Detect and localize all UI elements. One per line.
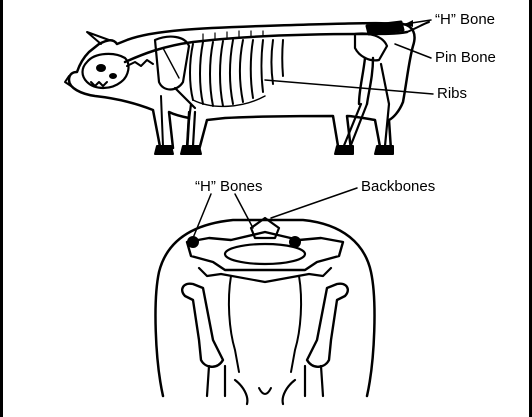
rear-inner-left [229, 276, 239, 372]
leader-backbones [271, 188, 357, 218]
rear-tail-center [259, 388, 271, 394]
hind-leg2 [381, 64, 389, 146]
skull-eye-socket [96, 64, 106, 72]
front-leg2 [161, 96, 163, 146]
hind-tibia [343, 104, 367, 150]
rear-pelvic-opening [225, 244, 305, 264]
pig-rear-view [156, 218, 375, 404]
front-hoof2 [155, 146, 173, 154]
front-leg-lower [187, 112, 195, 146]
rear-hock-right [283, 380, 295, 404]
label-pin-bone: Pin Bone [435, 50, 496, 65]
rear-inner-right [291, 276, 301, 372]
rear-femur-right [307, 284, 348, 367]
pig-ribs [190, 40, 283, 106]
leader-h-bones-left [193, 194, 211, 238]
pig-pelvis [355, 34, 387, 61]
leader-ribs [265, 80, 433, 94]
label-h-bone: “H” Bone [435, 12, 495, 27]
leader-h-bones-right [235, 194, 253, 228]
skull-teeth [91, 82, 107, 86]
hind-femur [359, 58, 373, 104]
label-h-bones: “H” Bones [195, 179, 263, 194]
front-hoof [181, 146, 201, 154]
rear-femur-left [182, 284, 223, 367]
label-ribs: Ribs [437, 86, 467, 101]
label-backbones: Backbones [361, 179, 435, 194]
rear-hock-left [235, 380, 247, 404]
shoulder-ridge [163, 48, 179, 78]
hind-hoof [335, 146, 353, 154]
rear-shin-left [207, 366, 225, 396]
neck-vertebrae [127, 60, 153, 66]
pig-side-view [65, 22, 429, 154]
hind-hoof2 [375, 146, 393, 154]
rear-shin-right [305, 366, 323, 396]
skull-jaw-spot [109, 73, 117, 79]
